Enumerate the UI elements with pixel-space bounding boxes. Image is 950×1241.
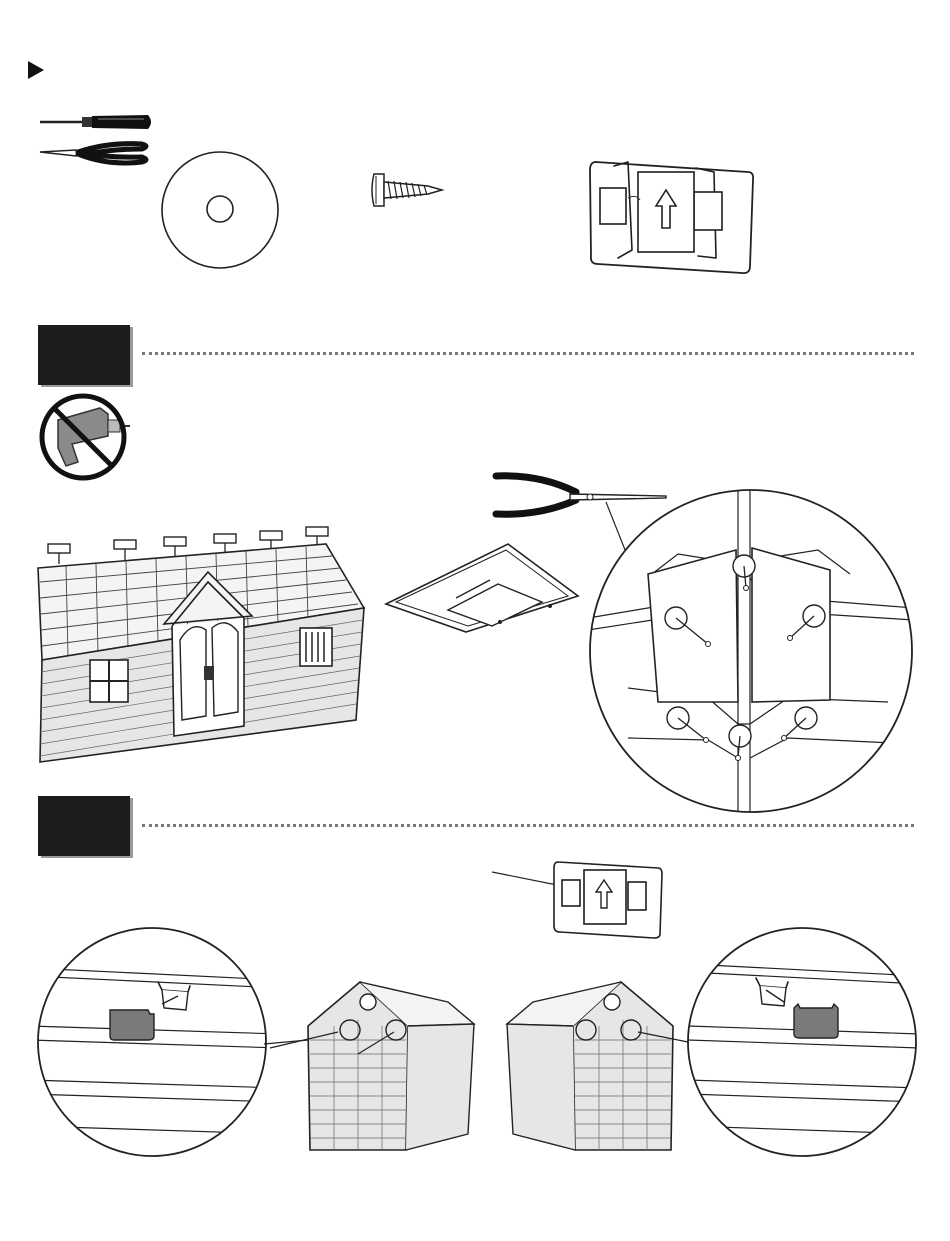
right-gable-detail-illustration	[688, 930, 920, 1162]
step-2-badge	[38, 796, 130, 856]
shed-roof-caps-illustration	[36, 520, 376, 770]
clip-reference-illustration	[490, 858, 665, 940]
shed-gable-views-illustration	[298, 960, 683, 1170]
roof-cap-panel-illustration	[382, 540, 582, 640]
step-1-divider	[142, 352, 914, 355]
screwdriver-icon	[38, 112, 118, 132]
play-triangle-icon	[26, 60, 46, 80]
pliers-icon	[38, 140, 118, 170]
left-gable-detail-illustration	[30, 930, 340, 1162]
step-2-divider	[142, 824, 914, 827]
no-power-drill-icon	[38, 392, 128, 482]
alignment-clip-icon	[588, 158, 758, 276]
step-1-badge	[38, 325, 130, 385]
cap-screw-detail-illustration	[588, 488, 914, 814]
screw-icon	[370, 170, 450, 210]
washer-icon	[160, 150, 282, 272]
